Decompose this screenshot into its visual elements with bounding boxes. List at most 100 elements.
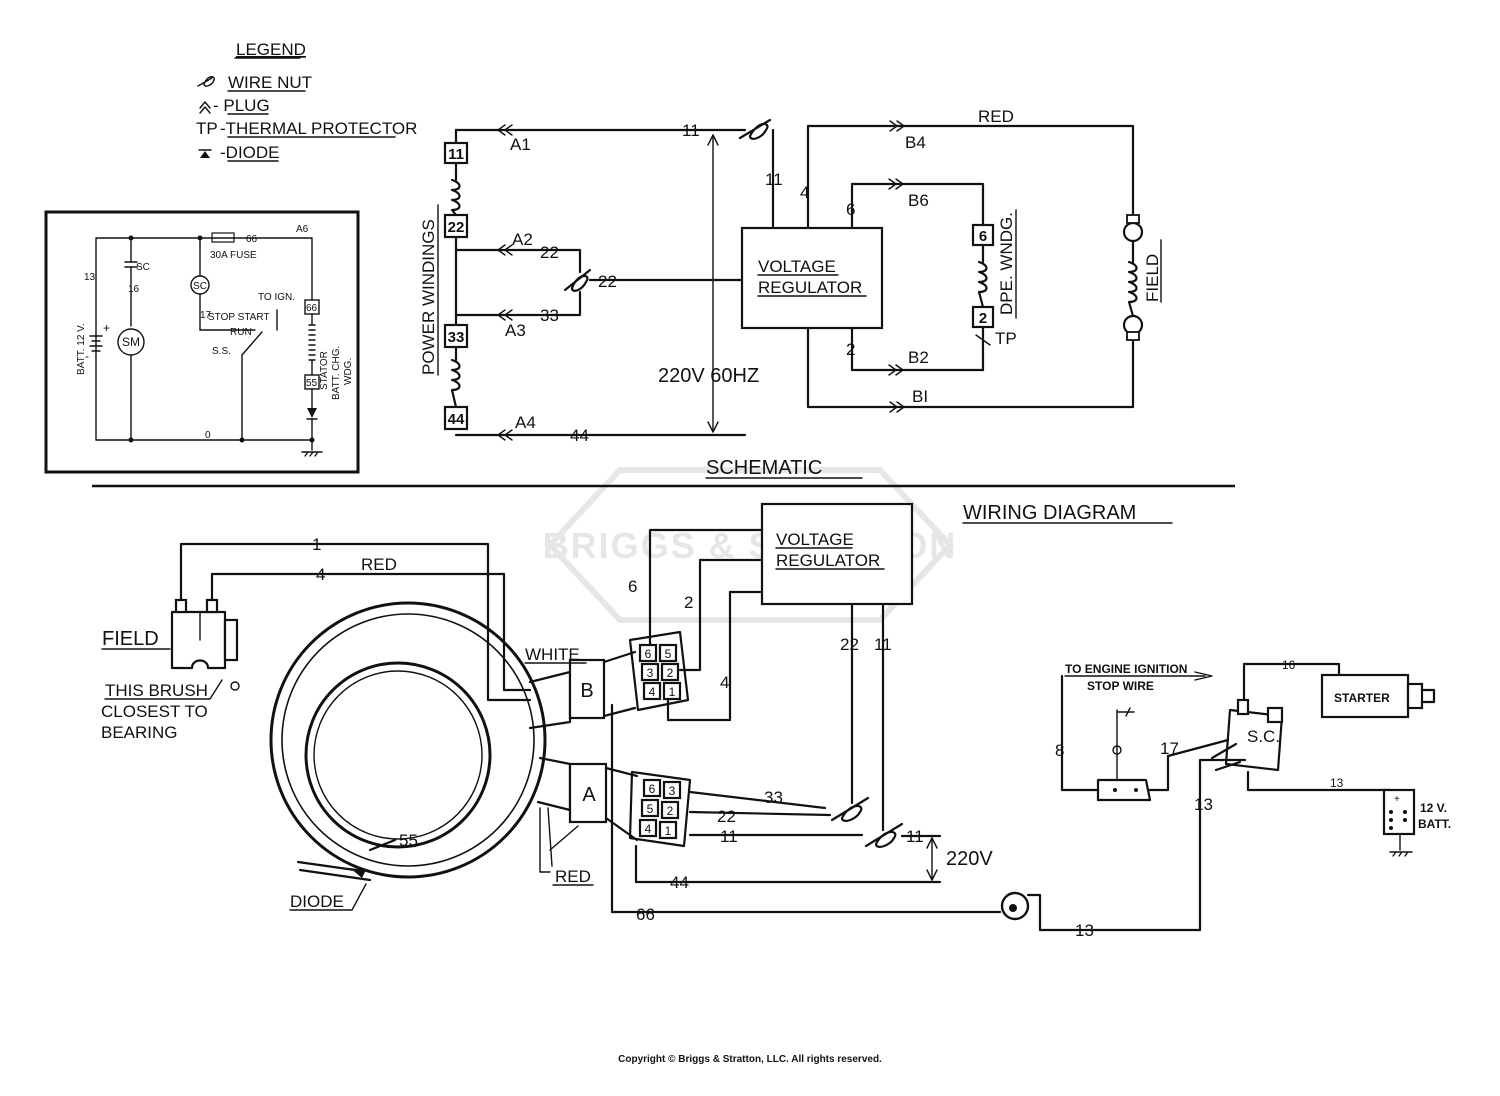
svg-text:22: 22 [717, 807, 736, 826]
svg-text:6: 6 [979, 228, 987, 245]
plug-b-label: B [580, 680, 593, 702]
legend-title: LEGEND [236, 40, 306, 59]
schematic-vr-line2: REGULATOR [758, 278, 862, 297]
svg-text:66: 66 [636, 905, 655, 924]
wire-nut-icon [197, 76, 215, 87]
svg-text:17: 17 [1160, 739, 1179, 758]
connector-a: 6 3 5 2 4 1 [628, 770, 692, 848]
svg-text:3: 3 [669, 784, 676, 798]
svg-text:4: 4 [800, 183, 809, 202]
stator-label-1: STATOR [319, 351, 330, 390]
svg-text:BEARING: BEARING [101, 723, 178, 742]
diode-icon [198, 149, 212, 158]
svg-text:13: 13 [84, 272, 96, 283]
red-wire-label-top: RED [361, 555, 397, 574]
svg-text:A3: A3 [505, 321, 526, 340]
svg-text:44: 44 [570, 426, 589, 445]
svg-text:8: 8 [1055, 741, 1064, 760]
svg-text:16: 16 [128, 284, 140, 295]
schematic-terminal-22: 22 [448, 219, 465, 236]
svg-text:4: 4 [645, 822, 652, 836]
wiring-voltage-label: 220V [946, 848, 993, 870]
legend-item-thermal-protector: -THERMAL PROTECTOR [220, 119, 417, 138]
white-wire-label: WHITE [525, 645, 580, 664]
plug-a-label: A [582, 784, 596, 806]
svg-text:A4: A4 [515, 413, 536, 432]
svg-text:CLOSEST TO: CLOSEST TO [101, 702, 208, 721]
svg-text:55: 55 [399, 831, 418, 850]
svg-text:16: 16 [1282, 658, 1296, 672]
battery-label-2: BATT. [1418, 817, 1451, 831]
svg-text:5: 5 [665, 647, 672, 661]
svg-text:17: 17 [200, 310, 212, 321]
schematic-terminal-44: 44 [448, 411, 465, 428]
copyright-notice: Copyright © Briggs & Stratton, LLC. All … [618, 1054, 882, 1065]
wiring-section: WIRING DIAGRAM VOLTAGE REGULATOR B 6 5 3… [101, 502, 1451, 940]
svg-text:B4: B4 [905, 133, 926, 152]
battery-label-1: 12 V. [1420, 801, 1447, 815]
ignition-stop-label-2: STOP WIRE [1087, 679, 1154, 693]
svg-text:5: 5 [647, 802, 654, 816]
svg-text:11: 11 [874, 635, 892, 654]
legend-item-wire-nut: WIRE NUT [228, 73, 312, 92]
stator-label-2: BATT. CHG. [331, 346, 342, 400]
svg-text:-: - [85, 349, 89, 363]
power-windings-label: POWER WINDINGS [419, 219, 438, 375]
svg-text:6: 6 [628, 577, 637, 596]
svg-text:11: 11 [720, 827, 738, 846]
svg-text:6: 6 [645, 647, 652, 661]
svg-text:6: 6 [649, 782, 656, 796]
wiring-vr-line1: VOLTAGE [776, 530, 854, 549]
svg-text:66: 66 [246, 234, 258, 245]
svg-text:55: 55 [306, 378, 318, 389]
connector-b: 6 5 3 2 4 1 [628, 630, 690, 712]
svg-text:44: 44 [670, 873, 689, 892]
svg-text:22: 22 [598, 272, 617, 291]
legend: LEGEND WIRE NUT - PLUG TP -THERMAL PROTE… [196, 40, 417, 162]
svg-text:11: 11 [682, 121, 700, 140]
svg-text:22: 22 [540, 243, 559, 262]
svg-text:THIS BRUSH: THIS BRUSH [105, 681, 208, 700]
svg-text:2: 2 [846, 340, 855, 359]
svg-text:SC: SC [193, 281, 207, 292]
svg-text:0: 0 [205, 430, 211, 441]
svg-text:66: 66 [306, 303, 318, 314]
inset-battery-label: BATT. 12 V. [76, 323, 87, 375]
svg-text:BI: BI [912, 387, 928, 406]
fuse-label: 30A FUSE [210, 250, 257, 261]
svg-text:13: 13 [1194, 795, 1213, 814]
diode-label: DIODE [290, 892, 344, 911]
legend-item-diode: -DIODE [220, 143, 280, 162]
svg-text:2: 2 [667, 666, 674, 680]
svg-text:RUN: RUN [230, 327, 252, 338]
svg-text:4: 4 [720, 673, 729, 692]
svg-text:6: 6 [846, 200, 855, 219]
svg-text:A2: A2 [512, 230, 533, 249]
svg-text:4: 4 [316, 565, 325, 584]
starter-label: STARTER [1334, 691, 1390, 705]
svg-text:11: 11 [765, 170, 783, 189]
svg-text:A1: A1 [510, 135, 531, 154]
svg-text:3: 3 [647, 666, 654, 680]
wiring-vr-line2: REGULATOR [776, 551, 880, 570]
schematic-field-label: FIELD [1143, 254, 1162, 302]
schematic: 11 22 33 44 POWER WINDINGS A1 11 11 A2 2… [92, 107, 1235, 488]
svg-text:1: 1 [312, 535, 321, 554]
starter-motor-label: SM [122, 335, 140, 349]
legend-item-plug: - PLUG [213, 96, 270, 115]
starting-circuit-inset: SM + - BATT. 12 V. 13 SC 16 30A FUSE 66 … [44, 210, 360, 474]
wiring-diagram-title: WIRING DIAGRAM [963, 502, 1136, 524]
svg-text:4: 4 [649, 685, 656, 699]
schematic-voltage-label: 220V 60HZ [658, 365, 759, 387]
svg-text:2: 2 [667, 804, 674, 818]
diode-component-icon [296, 860, 372, 882]
plug-icon [199, 101, 211, 114]
schematic-terminal-11: 11 [448, 146, 464, 163]
svg-text:S.S.: S.S. [212, 346, 231, 357]
stator-label-3: WDG. [343, 358, 354, 385]
red-wire-label-bottom: RED [555, 867, 591, 886]
svg-text:13: 13 [1330, 776, 1344, 790]
field-brush-assembly [170, 598, 239, 670]
svg-text:B2: B2 [908, 348, 929, 367]
